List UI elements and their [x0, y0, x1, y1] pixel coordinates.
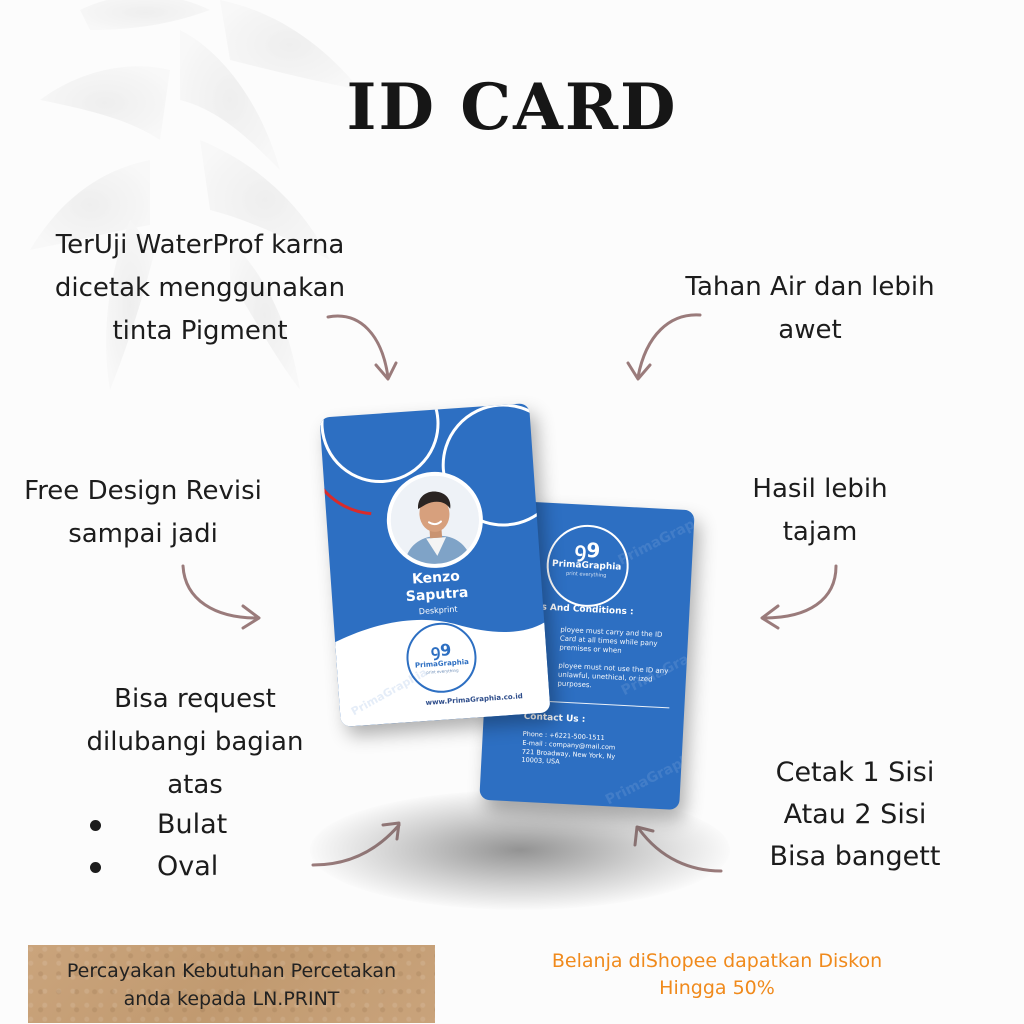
- bullet-dot-icon: [90, 819, 101, 831]
- note-free-design: Free Design Revisi sampai jadi: [8, 470, 278, 556]
- page-title: ID CARD: [346, 70, 678, 145]
- curved-arrow-icon: [626, 313, 702, 381]
- note-waterproof: TerUji WaterProf karna dicetak menggunak…: [10, 224, 390, 353]
- term-text: ployee must carry and the ID Card at all…: [559, 625, 663, 655]
- bullet-dot-icon: [90, 861, 101, 873]
- promo-line: Hingga 50%: [659, 977, 775, 999]
- contact-heading: Contact Us :: [523, 711, 586, 725]
- term-text: ployee must not use the ID any unlawful,…: [557, 661, 669, 690]
- note-line: TerUji WaterProf karna: [55, 230, 345, 260]
- note-line: Hasil lebih: [752, 474, 888, 504]
- list-item: Oval: [84, 846, 314, 888]
- note-line: Bisa bangett: [769, 841, 941, 872]
- note-line: tajam: [782, 517, 858, 547]
- note-line: sampai jadi: [68, 519, 218, 549]
- trust-banner: Percayakan Kebutuhan Percetakan anda kep…: [28, 945, 435, 1023]
- list-item-label: Bulat: [157, 809, 228, 840]
- banner-line: Percayakan Kebutuhan Percetakan: [66, 960, 397, 982]
- curved-arrow-icon: [181, 564, 261, 630]
- person-avatar-icon: [387, 472, 482, 567]
- palm-leaf-shadow-icon: [30, 0, 360, 390]
- curved-arrow-icon: [760, 564, 838, 630]
- curved-arrow-icon: [326, 314, 398, 381]
- brand-logo: ꝯ9 PrimaGraphia print everything: [410, 640, 472, 677]
- note-line: dilubangi bagian: [86, 727, 304, 757]
- note-line: Bisa request: [114, 684, 276, 714]
- promo-line: Belanja diShopee dapatkan Diskon: [551, 950, 883, 972]
- note-print-sides: Cetak 1 Sisi Atau 2 Sisi Bisa bangett: [730, 752, 980, 878]
- profile-photo: [383, 468, 487, 572]
- note-line: Tahan Air dan lebih: [685, 272, 935, 302]
- note-line: awet: [778, 315, 842, 345]
- note-water-resistant: Tahan Air dan lebih awet: [660, 266, 960, 352]
- card-white-wave: [335, 619, 551, 727]
- shopee-promo: Belanja diShopee dapatkan Diskon Hingga …: [522, 948, 912, 1002]
- trust-banner-text: Percayakan Kebutuhan Percetakan anda kep…: [28, 957, 435, 1013]
- brand-logo: ꝯ9 PrimaGraphia print everything: [546, 537, 628, 581]
- note-line: Free Design Revisi: [24, 476, 262, 506]
- list-item: Bulat: [84, 804, 314, 846]
- note-sharper-result: Hasil lebih tajam: [720, 468, 920, 554]
- card-decoration: [319, 403, 551, 527]
- terms-heading: s And Conditions :: [541, 602, 634, 618]
- card-shadow: [310, 790, 730, 910]
- note-line: tinta Pigment: [112, 316, 288, 346]
- note-line: dicetak menggunakan: [54, 273, 346, 303]
- hole-shape-list: Bulat Oval: [84, 804, 314, 888]
- note-line: atas: [167, 770, 223, 800]
- list-item-label: Oval: [157, 851, 219, 882]
- note-hole-request: Bisa request dilubangi bagian atas: [45, 678, 345, 807]
- note-line: Cetak 1 Sisi: [775, 757, 935, 788]
- banner-line: anda kepada LN.PRINT: [123, 988, 340, 1010]
- note-line: Atau 2 Sisi: [783, 799, 927, 830]
- contact-address: 721 Broadway, New York, Ny 10003, USA: [521, 747, 616, 766]
- id-card-front: Kenzo Saputra Deskprint PrimaGraphia ꝯ9 …: [319, 403, 551, 727]
